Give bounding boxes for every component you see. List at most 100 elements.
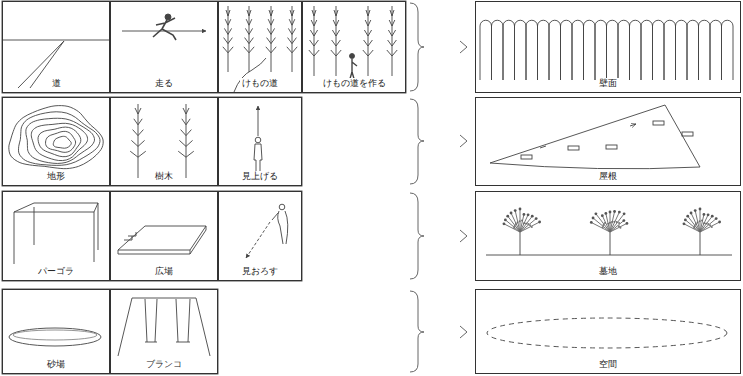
tree-sketch xyxy=(334,10,338,16)
tree-sketch xyxy=(288,38,297,44)
contour-map xyxy=(18,112,100,166)
tree-sketch xyxy=(178,151,194,157)
contour-map xyxy=(26,118,95,163)
panel-label: 走る xyxy=(153,78,175,89)
contour-map xyxy=(38,127,81,157)
tree-sketch xyxy=(134,119,142,125)
pergola-sketch xyxy=(14,203,98,264)
group-bracket xyxy=(410,99,424,184)
tree-sketch xyxy=(314,6,315,76)
panel-label: 樹木 xyxy=(153,171,175,182)
shrub-sketch xyxy=(515,211,520,232)
ground-line xyxy=(486,255,732,256)
space-result-box: 空間 xyxy=(475,289,741,374)
tree-sketch xyxy=(269,10,273,16)
swing-panel: ブランコ xyxy=(110,289,218,374)
shrub-sketch xyxy=(594,212,597,215)
panel-label: 墓地 xyxy=(597,266,619,277)
tree-sketch xyxy=(266,47,276,53)
row-frame xyxy=(2,97,302,186)
pergola-panel: パーゴラ xyxy=(2,191,110,281)
terrain-panel: 地形 xyxy=(2,97,110,186)
shrub-sketch xyxy=(601,214,604,217)
shrub-sketch xyxy=(506,215,509,218)
shrub-sketch xyxy=(531,215,534,218)
runner-sketch xyxy=(122,14,206,40)
contour-map xyxy=(31,123,87,160)
shrub-sketch xyxy=(715,217,718,220)
panel-label: 壁面 xyxy=(597,78,619,89)
shrub-sketch xyxy=(618,211,621,214)
tree-sketch xyxy=(131,140,144,146)
shrub-sketch xyxy=(694,209,697,212)
tree-sketch xyxy=(364,30,371,36)
row-frame xyxy=(2,1,406,374)
roof-sketch xyxy=(606,145,617,149)
roof-sketch xyxy=(490,105,700,169)
tree-sketch xyxy=(392,6,393,76)
wall-result-box: 壁面 xyxy=(475,1,741,93)
tree-sketch xyxy=(223,47,233,53)
tree-sketch xyxy=(267,28,274,34)
road-panel: 道 xyxy=(2,1,110,93)
tree-sketch xyxy=(289,19,295,25)
shrub-sketch xyxy=(711,215,714,218)
tree-sketch xyxy=(390,10,394,16)
shrub-sketch xyxy=(699,208,702,211)
swing-sketch xyxy=(118,298,210,356)
tree-sketch xyxy=(244,47,254,53)
tree-sketch xyxy=(388,40,397,46)
tree-panel: 樹木 xyxy=(110,97,218,186)
roof-result-box: 屋根 xyxy=(475,97,741,186)
look-up-panel: 見上げる xyxy=(218,97,302,186)
look-down-panel: 見おろす xyxy=(218,191,302,281)
group-bracket xyxy=(460,230,467,242)
trail-panel: けもの道 xyxy=(218,1,302,93)
tree-sketch xyxy=(223,6,297,72)
pergola-sketch xyxy=(14,203,98,264)
group-bracket xyxy=(460,41,467,53)
panel-label: 屋根 xyxy=(597,171,619,182)
sandpit-sketch xyxy=(9,328,101,346)
shrub-sketch xyxy=(538,221,541,224)
tree-sketch xyxy=(388,30,395,36)
person-looking-down xyxy=(279,204,285,210)
tree-sketch xyxy=(331,50,341,56)
roof-sketch xyxy=(682,132,693,136)
shrub-sketch xyxy=(606,213,610,232)
person-looking-down xyxy=(246,204,288,258)
panel-label: 地形 xyxy=(45,171,67,182)
person-looking-up xyxy=(255,137,261,143)
shrub-sketch xyxy=(609,211,612,214)
panel-label: パーゴラ xyxy=(36,266,76,277)
swing-sketch xyxy=(118,298,210,356)
shrub-sketch xyxy=(514,209,517,212)
plaza-sketch xyxy=(124,232,136,240)
tree-sketch xyxy=(179,140,192,146)
swing-sketch xyxy=(176,299,190,342)
panel-label: 空間 xyxy=(597,359,619,370)
panel-label: 見おろす xyxy=(240,266,280,277)
person-looking-up xyxy=(254,106,262,177)
tree-sketch xyxy=(364,40,373,46)
tree-sketch xyxy=(287,47,297,53)
tree-sketch xyxy=(245,38,254,44)
tree-sketch xyxy=(247,10,251,16)
shrub-sketch xyxy=(523,213,526,216)
tree-sketch xyxy=(332,40,341,46)
tree-sketch xyxy=(226,10,230,16)
shrub-sketch xyxy=(531,226,533,228)
tree-sketch xyxy=(182,119,190,125)
panel-label: けもの道 xyxy=(240,78,280,89)
contour-map xyxy=(53,136,71,148)
tree-sketch xyxy=(138,104,139,178)
tree-sketch xyxy=(183,108,189,114)
panel-label: 砂場 xyxy=(45,359,67,370)
tree-sketch xyxy=(309,50,319,56)
shrub-sketch xyxy=(623,212,626,215)
tree-sketch xyxy=(290,10,294,16)
roof-sketch xyxy=(490,105,700,169)
tree-sketch xyxy=(333,20,339,26)
